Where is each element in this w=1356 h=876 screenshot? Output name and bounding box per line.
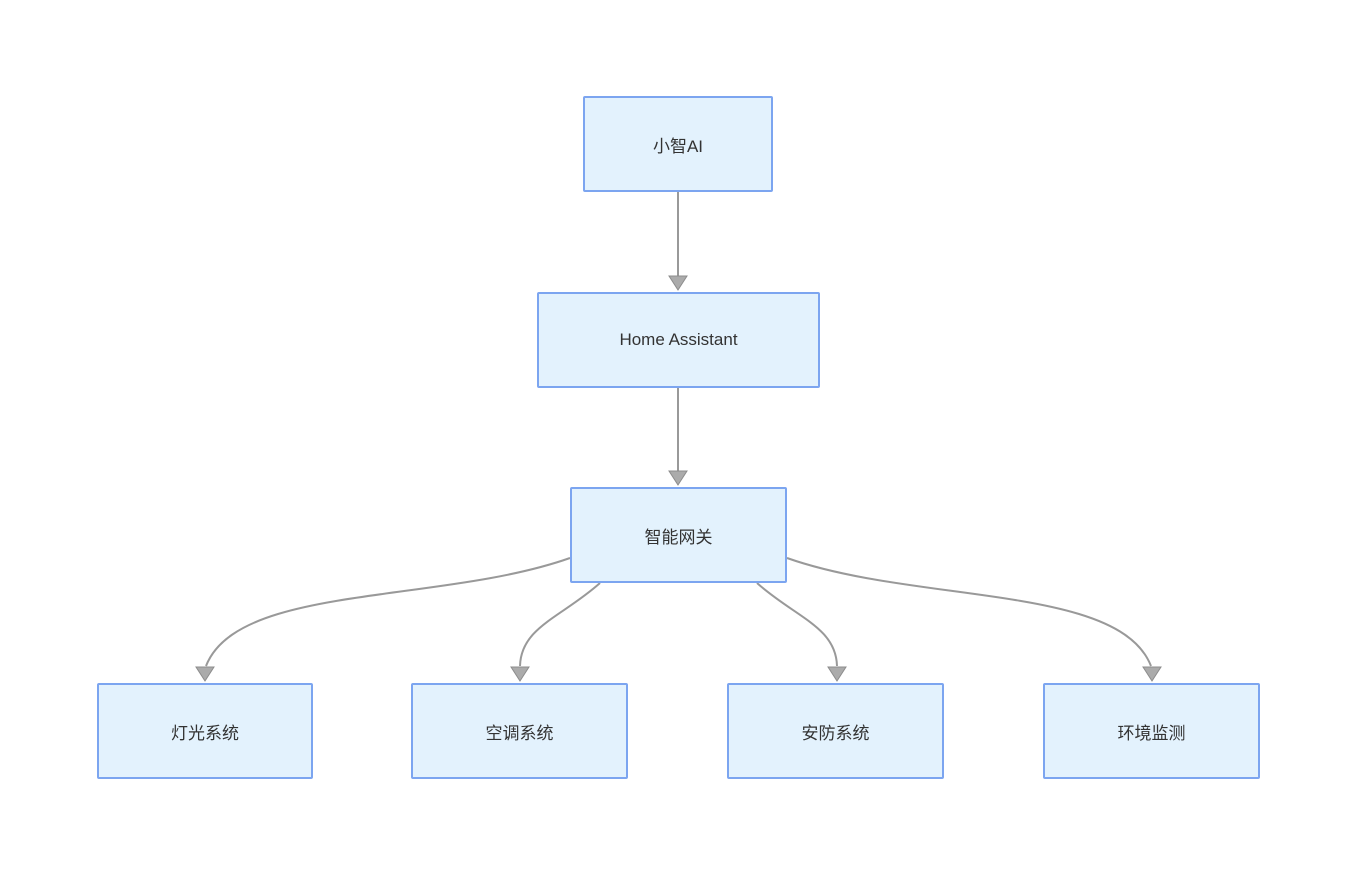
node-ac-system-label: 空调系统 bbox=[485, 723, 554, 743]
arrowhead-env bbox=[1142, 666, 1162, 682]
arrowhead-security bbox=[827, 666, 847, 682]
edge-gateway-to-env bbox=[786, 557, 1152, 667]
edge-gateway-to-ac bbox=[519, 582, 601, 667]
node-environment-monitoring-label: 环境监测 bbox=[1117, 723, 1186, 743]
node-home-assistant-label: Home Assistant bbox=[619, 330, 738, 349]
arrowhead-homeassistant bbox=[668, 275, 688, 291]
node-smart-gateway-label: 智能网关 bbox=[644, 527, 713, 547]
node-ac-system[interactable]: 空调系统 bbox=[411, 683, 628, 779]
node-lighting-system[interactable]: 灯光系统 bbox=[97, 683, 313, 779]
node-environment-monitoring[interactable]: 环境监测 bbox=[1043, 683, 1260, 779]
edge-gateway-to-lighting bbox=[205, 557, 571, 667]
node-lighting-system-label: 灯光系统 bbox=[171, 723, 239, 743]
arrowhead-gateway bbox=[668, 470, 688, 486]
node-home-assistant[interactable]: Home Assistant bbox=[537, 292, 820, 388]
edge-gateway-to-security bbox=[756, 582, 838, 667]
node-xiaozhi-ai-label: 小智AI bbox=[652, 136, 704, 156]
node-smart-gateway[interactable]: 智能网关 bbox=[570, 487, 787, 583]
node-xiaozhi-ai[interactable]: 小智AI bbox=[583, 96, 773, 192]
arrowhead-ac bbox=[510, 666, 530, 682]
node-security-system-label: 安防系统 bbox=[801, 723, 870, 743]
arrowhead-lighting bbox=[195, 666, 215, 682]
node-security-system[interactable]: 安防系统 bbox=[727, 683, 944, 779]
